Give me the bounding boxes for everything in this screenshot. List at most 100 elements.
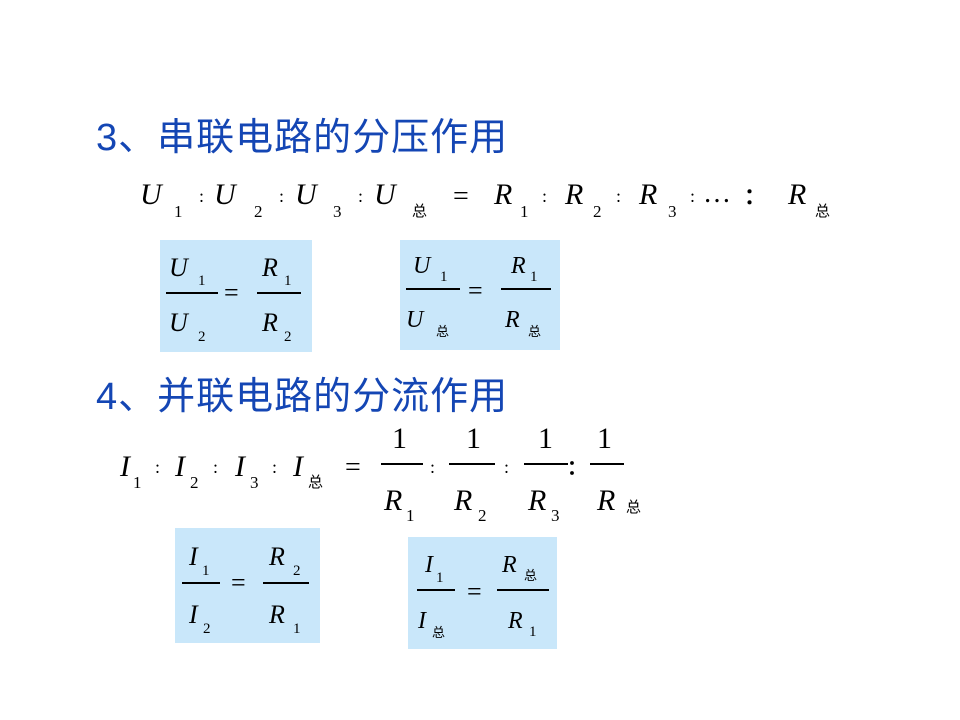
formula-symbol: R [269,542,285,571]
formula-symbol: I [189,542,198,571]
formula-symbol: I [425,552,433,578]
formula-subscript: 1 [530,269,538,285]
formula-ellipsis: … [703,178,731,209]
formula-symbol: I [189,600,198,629]
fraction-bar [449,463,495,465]
fraction-numerator: 1 [597,422,612,455]
formula-symbol: R [597,484,616,517]
formula-symbol: U [169,253,188,282]
fraction-bar [406,288,460,290]
formula-symbol: R [788,178,807,211]
fraction-numerator: 1 [392,422,407,455]
formula-colon: : [199,186,205,206]
formula-symbol: I [418,608,426,634]
formula-symbol: R [262,253,278,282]
formula-colon: ： [567,457,587,479]
fraction-bar [257,292,301,294]
formula-symbol: R [269,600,285,629]
formula-colon: : [504,457,510,477]
formula-symbol: U [295,178,317,211]
formula-colon: : [279,186,285,206]
formula-subscript: 1 [406,506,415,525]
formula-symbol: U [406,307,424,333]
fraction-bar [166,292,218,294]
formula-subscript-total: 总 [432,626,446,641]
formula-colon: ： [744,184,767,209]
formula-subscript: 1 [133,473,142,492]
formula-subscript: 3 [333,202,342,221]
fraction-bar [501,288,551,290]
formula-subscript: 1 [198,273,206,289]
formula-equals: = [453,181,469,212]
formula-subscript: 2 [190,473,199,492]
formula-subscript-total: 总 [815,202,831,220]
formula-subscript: 1 [293,621,301,637]
formula-subscript: 1 [520,202,529,221]
formula-colon: : [155,457,161,477]
formula-subscript-total: 总 [308,473,324,491]
formula-colon: : [213,457,219,477]
fraction-bar [263,582,309,584]
formula-subscript: 1 [440,269,448,285]
formula-subscript: 2 [198,329,206,345]
fraction-bar [524,463,568,465]
formula-colon: : [272,457,278,477]
formula-box-u1-u2: U 1 U 2 = R 1 R 2 [160,240,312,352]
fraction-bar [497,589,549,591]
formula-subscript-total: 总 [436,325,450,340]
fraction-numerator: 1 [538,422,553,455]
formula-subscript: 2 [293,563,301,579]
formula-colon: : [430,457,436,477]
formula-symbol: R [494,178,513,211]
formula-equals: = [468,276,483,305]
formula-colon: : [690,186,696,206]
formula-symbol: U [140,178,162,211]
formula-symbol: R [262,308,278,337]
formula-equals: = [345,452,361,483]
formula-subscript-total: 总 [524,569,538,584]
formula-symbol: I [175,450,185,483]
formula-symbol: U [214,178,236,211]
fraction-bar [182,582,220,584]
formula-colon: : [616,186,622,206]
formula-symbol: U [413,253,431,279]
fraction-bar [417,589,455,591]
formula-symbol: I [293,450,303,483]
heading-series-voltage-division: 3、串联电路的分压作用 [96,117,509,159]
formula-subscript-total: 总 [528,325,542,340]
formula-subscript: 3 [551,506,560,525]
formula-colon: : [358,186,364,206]
formula-equals: = [224,278,239,307]
fraction-bar [590,463,624,465]
formula-box-i1-itotal: I 1 I 总 = R 总 R 1 [408,537,557,649]
formula-symbol: R [528,484,547,517]
formula-symbol: R [511,253,526,279]
formula-box-i1-i2: I 1 I 2 = R 2 R 1 [175,528,320,643]
formula-subscript: 1 [436,570,444,586]
formula-subscript: 3 [250,473,259,492]
formula-symbol: U [374,178,396,211]
fraction-bar [381,463,423,465]
formula-subscript-total: 总 [626,498,642,516]
formula-equals: = [467,577,482,606]
formula-symbol: I [120,450,130,483]
formula-subscript: 2 [203,621,211,637]
formula-subscript: 1 [174,202,183,221]
formula-symbol: U [169,308,188,337]
heading-parallel-current-division: 4、并联电路的分流作用 [96,376,509,418]
formula-subscript: 2 [478,506,487,525]
formula-subscript: 3 [668,202,677,221]
formula-subscript: 1 [529,624,537,640]
formula-subscript: 2 [284,329,292,345]
formula-symbol: R [454,484,473,517]
formula-subscript: 1 [284,273,292,289]
formula-equals: = [231,568,246,597]
formula-subscript: 1 [202,563,210,579]
formula-symbol: R [565,178,584,211]
formula-box-u1-utotal: U 1 U 总 = R 1 R 总 [400,240,560,350]
formula-subscript-total: 总 [412,202,428,220]
fraction-numerator: 1 [466,422,481,455]
formula-colon: : [542,186,548,206]
formula-subscript: 2 [593,202,602,221]
formula-symbol: I [235,450,245,483]
